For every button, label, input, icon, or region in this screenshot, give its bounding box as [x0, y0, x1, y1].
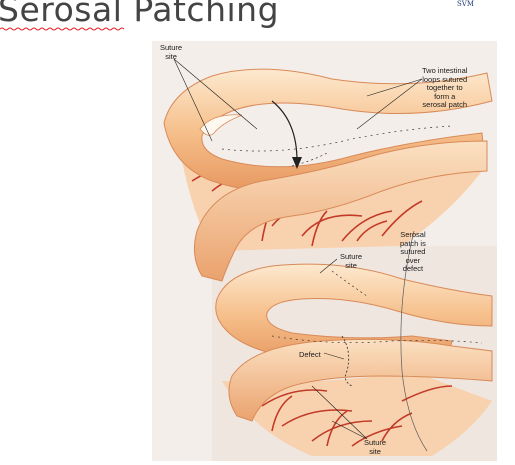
label-line: site: [165, 51, 177, 61]
top-loop-inner-fold: [199, 114, 243, 136]
serosal-patch-illustration: Suture site Two intestinal loops sutured…: [152, 41, 497, 461]
rotation-arrowhead: [292, 157, 302, 169]
top-suture-line: [221, 125, 453, 152]
label-line: together to: [426, 83, 463, 92]
intestine-diagram: [152, 41, 497, 461]
label-line: site: [369, 446, 381, 456]
label-line: loops sutured: [422, 74, 468, 84]
label-line: over: [405, 255, 421, 265]
label-line: Two intestinal: [422, 66, 468, 75]
label-line: defect: [402, 264, 424, 273]
label-line: form a: [434, 91, 456, 101]
label-suture-site-top: Suture site: [160, 43, 183, 61]
logo: SVM: [457, 0, 475, 8]
label-two-loops: Two intestinal loops sutured together to…: [422, 66, 468, 110]
patch-edge-line: [400, 230, 428, 452]
label-line: site: [345, 260, 357, 270]
bottom-panel-drawing: [215, 230, 493, 456]
label-line: Serosal: [400, 230, 426, 239]
label-line: Suture: [364, 438, 387, 447]
spellcheck-underline: [0, 27, 125, 31]
label-defect: Defect: [299, 350, 321, 359]
label-line: patch is: [400, 238, 426, 248]
bottom-mesentery: [222, 371, 492, 456]
slide-title: Serosal Patching: [0, 0, 280, 29]
label-suture-site-mid: Suture site: [340, 252, 363, 270]
bottom-lower-loop: [228, 338, 493, 422]
rotation-arrow: [271, 100, 298, 162]
label-line: sutured: [400, 247, 426, 256]
label-line: Suture: [340, 252, 363, 261]
label-line: serosal patch: [422, 100, 468, 109]
label-suture-site-bottom: Suture site: [364, 438, 387, 456]
top-panel-drawing: [163, 58, 493, 282]
leader-lines-top: [173, 58, 423, 142]
label-line: Suture: [160, 43, 183, 52]
defect-outline: [341, 335, 353, 387]
bottom-suture-line: [271, 335, 483, 344]
second-loop: [193, 140, 488, 282]
label-serosal-patch: Serosal patch is sutured over defect: [400, 230, 426, 274]
leader-lines-bottom: [311, 258, 368, 440]
